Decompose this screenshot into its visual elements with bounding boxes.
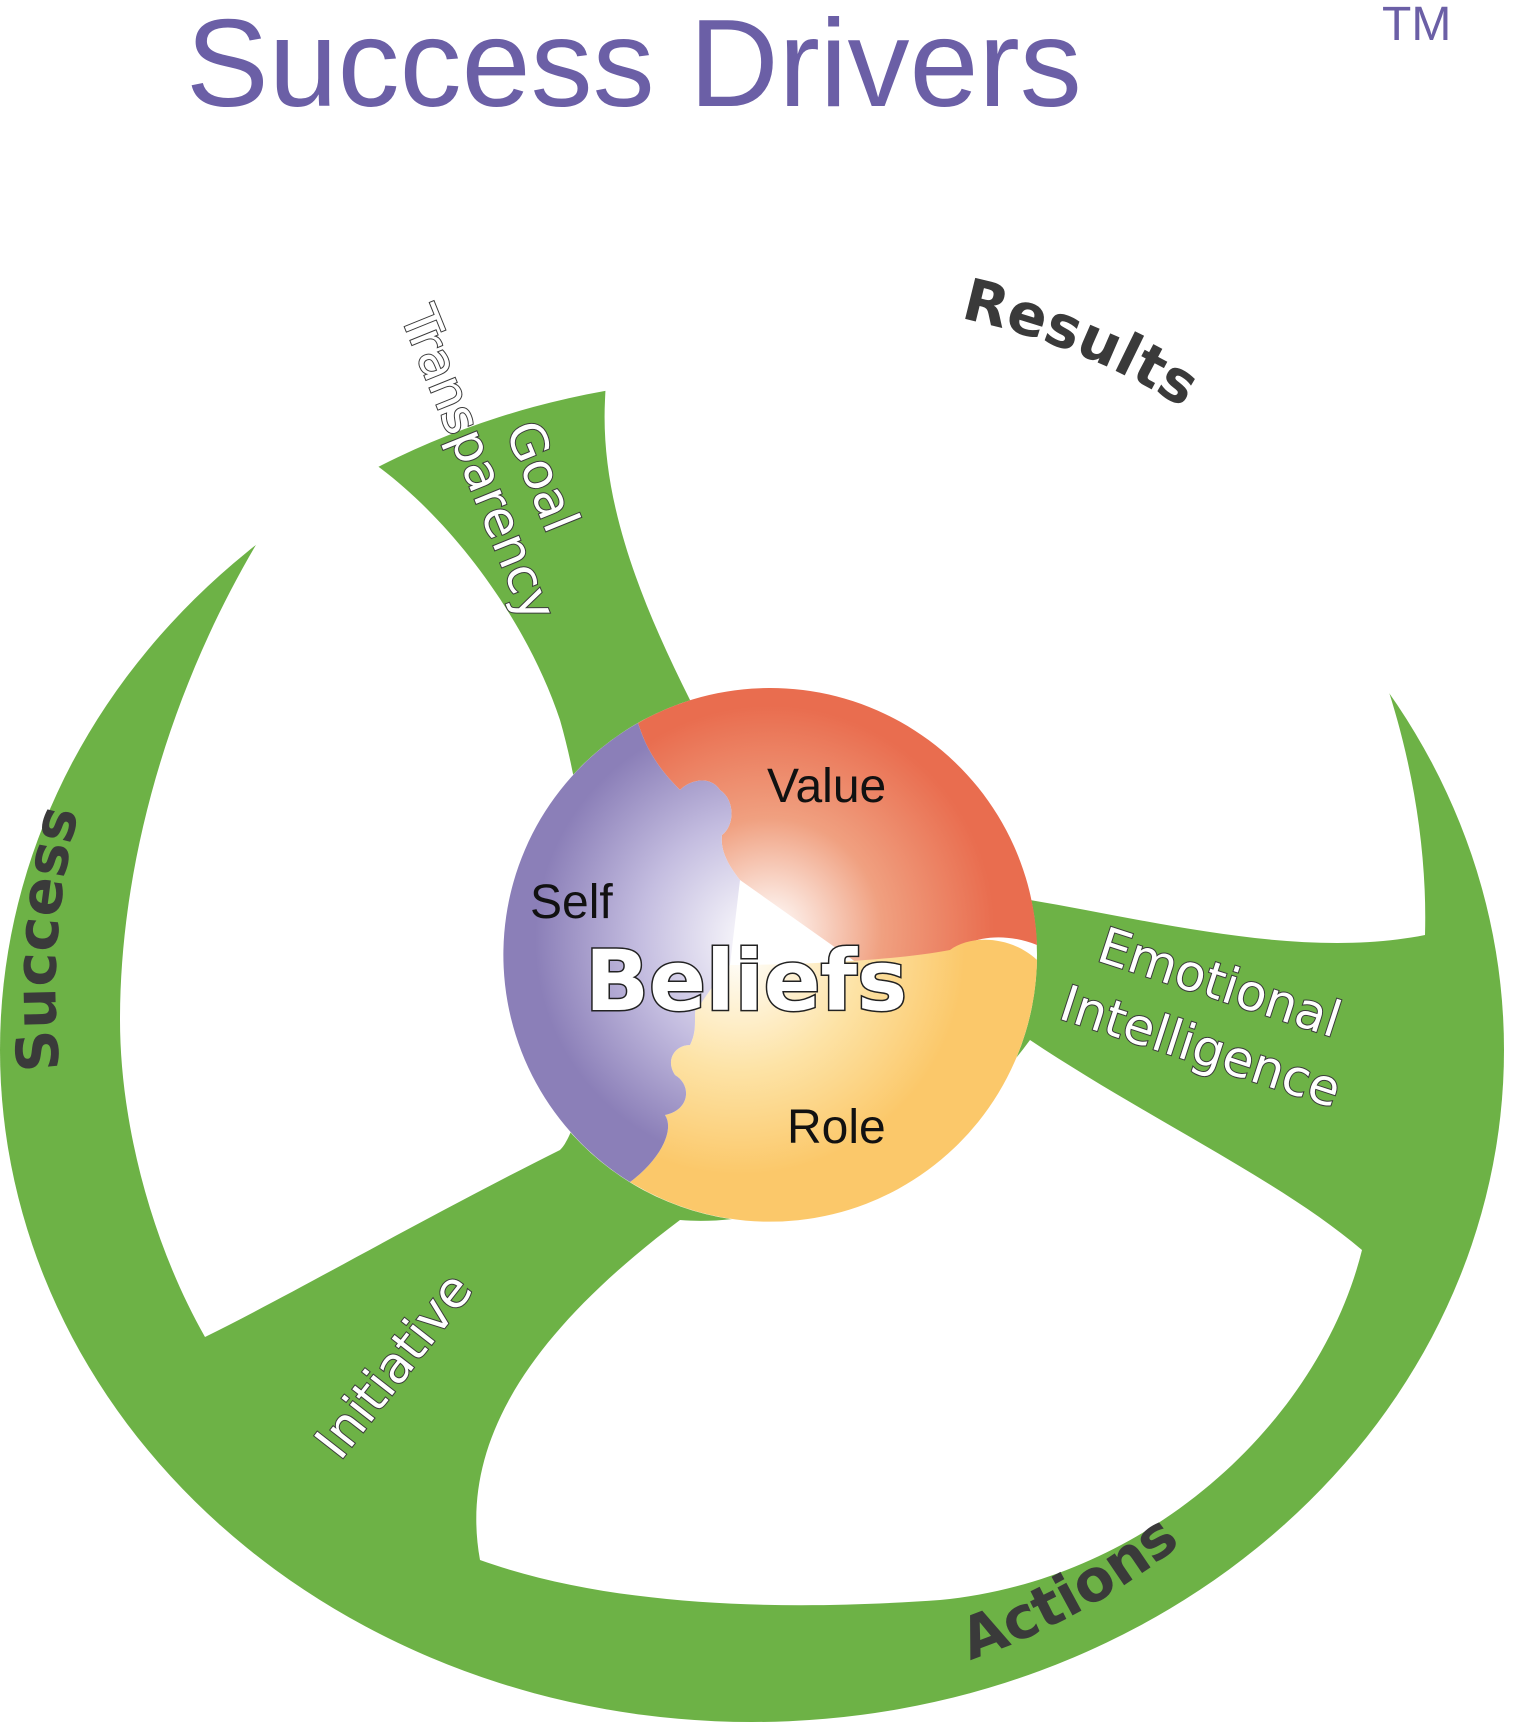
trademark-mark: TM xyxy=(1382,0,1451,51)
opening-left xyxy=(120,437,590,1337)
opening-bottom xyxy=(476,1040,1362,1606)
value-label: Value xyxy=(767,760,886,813)
opening-upper-right xyxy=(604,277,1426,943)
hub-segment-self xyxy=(503,723,740,1182)
hub-segment-role xyxy=(630,939,1037,1222)
title: Success Drivers xyxy=(186,0,1082,133)
beliefs-label: Beliefs xyxy=(585,932,907,1030)
role-label: Role xyxy=(787,1101,886,1154)
self-label: Self xyxy=(530,876,613,929)
hub: Value Self Role Beliefs xyxy=(503,687,1037,1222)
hub-segment-value xyxy=(638,687,1037,965)
title-group: Success Drivers TM xyxy=(186,0,1451,133)
